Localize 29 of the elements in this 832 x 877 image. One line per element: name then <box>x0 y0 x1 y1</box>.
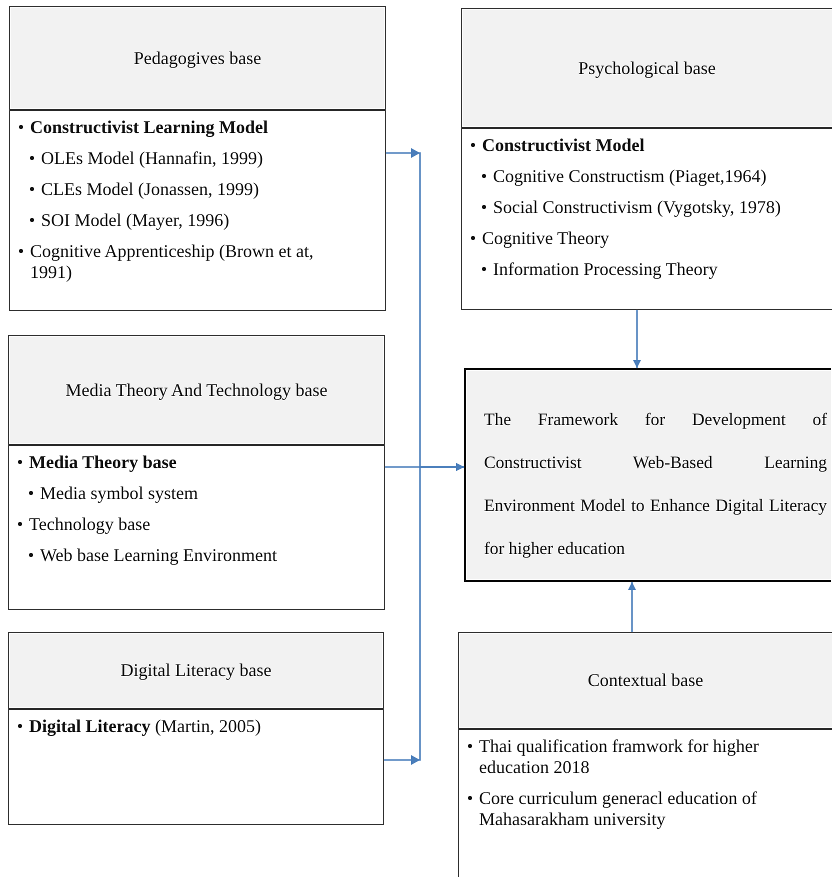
bullet-text: Technology base <box>29 514 150 534</box>
bullet-text: Cognitive Apprenticeship (Brown et at, 1991) <box>30 241 314 282</box>
bullet-text: Core curriculum generacl education of Mahasarakham university <box>479 788 757 829</box>
framework-title: The Framework for Development of Constructivist Web-Based Learning Environment Model to Enhance Digital Literacy for higher education <box>484 408 827 560</box>
bullet-text: OLEs Model (Hannafin, 1999) <box>41 148 263 168</box>
bullet-text: SOI Model (Mayer, 1996) <box>41 210 230 230</box>
bullet-text: Information Processing Theory <box>493 259 718 279</box>
card-heading: Media Theory And Technology base <box>65 380 328 400</box>
card-heading: Pedagogives base <box>134 48 262 68</box>
theory-card <box>461 8 832 310</box>
theory-card <box>9 6 386 311</box>
bullet-text: Cognitive Constructism (Piaget,1964) <box>493 166 766 186</box>
bullet-text: Web base Learning Environment <box>40 545 277 565</box>
theory-card <box>458 632 832 877</box>
card-heading: Contextual base <box>588 670 704 691</box>
theory-card <box>8 335 385 610</box>
bullet-text: Constructivist Model <box>482 135 644 155</box>
bullet-text: Media Theory base <box>29 452 177 472</box>
bullet-text: Constructivist Learning Model <box>30 117 268 137</box>
bullet-text: Thai qualification framwork for higher education 2018 <box>479 736 759 777</box>
bullet-text: Social Constructivism (Vygotsky, 1978) <box>493 197 781 217</box>
card-heading: Psychological base <box>578 58 716 78</box>
bullet-text: CLEs Model (Jonassen, 1999) <box>41 179 259 199</box>
bullet-text: Cognitive Theory <box>482 228 610 248</box>
theory-card <box>8 632 384 825</box>
bullet-text: Digital Literacy (Martin, 2005) <box>29 716 261 736</box>
card-heading: Digital Literacy base <box>120 660 272 681</box>
framework-box <box>464 368 831 582</box>
bullet-text: Media symbol system <box>40 483 198 503</box>
